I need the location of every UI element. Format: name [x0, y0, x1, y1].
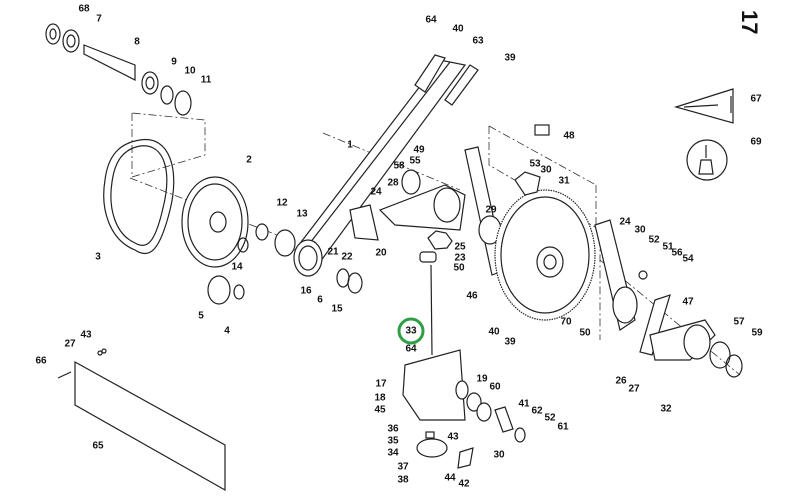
callout-39: 39: [504, 337, 516, 348]
callout-63: 63: [472, 36, 484, 47]
callout-11: 11: [201, 75, 212, 86]
callout-2: 2: [246, 155, 252, 166]
callout-27: 27: [64, 339, 76, 350]
callout-49: 49: [413, 145, 425, 156]
highlight-ring: [397, 317, 425, 345]
callout-45: 45: [374, 405, 386, 416]
callout-17: 17: [375, 379, 387, 390]
callout-18: 18: [374, 393, 386, 404]
callout-26: 26: [615, 376, 627, 387]
callout-8: 8: [134, 37, 140, 48]
callout-34: 34: [387, 448, 399, 459]
callout-40: 40: [488, 327, 500, 338]
callout-40: 40: [452, 24, 464, 35]
callout-35: 35: [387, 436, 399, 447]
callout-47: 47: [682, 297, 694, 308]
callout-59: 59: [751, 328, 763, 339]
v-belt: [103, 139, 175, 255]
callout-31: 31: [558, 176, 570, 187]
pulley: [181, 176, 296, 305]
callout-64: 64: [425, 15, 437, 26]
callout-39: 39: [504, 53, 516, 64]
callout-65: 65: [92, 441, 104, 452]
cover-plate: [57, 348, 226, 492]
callout-68: 68: [78, 4, 90, 15]
control-rod-assembly: [402, 264, 526, 469]
callout-3: 3: [95, 252, 101, 263]
callout-66: 66: [35, 356, 47, 367]
callout-50: 50: [579, 328, 591, 339]
callout-6: 6: [317, 295, 323, 306]
callout-46: 46: [466, 291, 478, 302]
grease-symbol: [673, 88, 734, 124]
callout-60: 60: [489, 382, 501, 393]
callout-10: 10: [184, 66, 196, 77]
callout-52: 52: [648, 235, 660, 246]
page-number: 17: [737, 10, 762, 34]
callout-4: 4: [224, 326, 230, 337]
callout-33: 33: [405, 326, 417, 337]
callout-7: 7: [96, 14, 102, 25]
callout-25: 25: [454, 242, 466, 253]
callout-15: 15: [331, 304, 343, 315]
callout-29: 29: [485, 205, 497, 216]
drive-shaft-assembly: [45, 23, 192, 116]
callout-30: 30: [493, 450, 505, 461]
callout-69: 69: [750, 137, 762, 148]
callout-57: 57: [733, 317, 745, 328]
side-bracket: [594, 219, 743, 378]
callout-48: 48: [563, 131, 575, 142]
callout-9: 9: [171, 57, 177, 68]
callout-12: 12: [276, 198, 288, 209]
callout-16: 16: [300, 286, 312, 297]
callout-22: 22: [341, 252, 353, 263]
callout-64: 64: [405, 344, 417, 355]
callout-62: 62: [531, 406, 543, 417]
callout-38: 38: [397, 475, 409, 486]
callout-30: 30: [634, 225, 646, 236]
callout-51: 51: [662, 242, 674, 253]
callout-67: 67: [750, 94, 762, 105]
callout-42: 42: [458, 479, 470, 490]
callout-21: 21: [327, 247, 339, 258]
callout-58: 58: [393, 161, 405, 172]
callout-32: 32: [660, 404, 672, 415]
callout-30: 30: [540, 165, 552, 176]
callout-56: 56: [671, 248, 683, 259]
callout-52: 52: [544, 413, 556, 424]
callout-70: 70: [560, 317, 572, 328]
callout-14: 14: [231, 262, 243, 273]
callout-43: 43: [447, 432, 459, 443]
callout-61: 61: [557, 422, 569, 433]
callout-41: 41: [518, 399, 530, 410]
callout-43: 43: [80, 330, 92, 341]
callout-27: 27: [628, 384, 640, 395]
callout-24: 24: [619, 217, 631, 228]
callout-28: 28: [387, 178, 399, 189]
callout-44: 44: [444, 473, 456, 484]
callout-50: 50: [453, 263, 465, 274]
callout-36: 36: [387, 424, 399, 435]
callout-19: 19: [476, 374, 488, 385]
callout-54: 54: [682, 254, 694, 265]
callout-23: 23: [454, 253, 466, 264]
callout-5: 5: [198, 311, 204, 322]
callout-37: 37: [397, 462, 409, 473]
gear-wheel: [494, 124, 596, 321]
callout-13: 13: [296, 209, 308, 220]
brush-oil-symbol: [686, 139, 728, 181]
callout-1: 1: [347, 140, 353, 151]
callout-55: 55: [409, 156, 421, 167]
callout-20: 20: [375, 248, 387, 259]
tension-arm: [293, 54, 479, 294]
callout-24: 24: [370, 187, 382, 198]
callout-53: 53: [529, 159, 541, 170]
